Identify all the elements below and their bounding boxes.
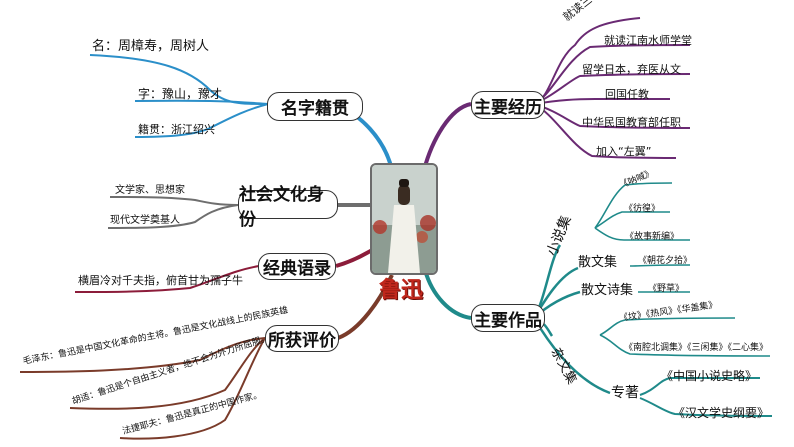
leaf-founder-modern-lit: 现代文学奠基人 (110, 215, 180, 226)
leaf-exp-ministry: 中华民国教育部任职 (582, 116, 681, 129)
portrait-image (370, 163, 438, 275)
leaf-exp-jiangnan: 就读江南水师学堂 (604, 34, 692, 47)
cat-monographs: 专著 (611, 385, 639, 401)
leaf-panghuang: 《彷徨》 (624, 204, 661, 214)
leaf-exp-left-wing: 加入“左翼” (596, 145, 652, 158)
cat-essays: 散文集 (578, 255, 618, 270)
leaf-quote: 横眉冷对千夫指，俯首甘为孺子牛 (78, 274, 243, 287)
leaf-yecao: 《野草》 (648, 284, 685, 294)
leaf-exp-japan: 留学日本，弃医从文 (582, 63, 681, 76)
center-name: 鲁迅 (379, 278, 424, 303)
branch-evaluations[interactable]: 所获评价 (265, 325, 339, 352)
branch-main-works[interactable]: 主要作品 (471, 304, 545, 332)
leaf-xiaoshuo-shilue: 《中国小说史略》 (661, 369, 758, 383)
branch-main-experience[interactable]: 主要经历 (471, 91, 545, 119)
leaf-writer-thinker: 文学家、思想家 (115, 185, 185, 196)
leaf-hanwenxue-shigang: 《汉文学史纲要》 (673, 406, 770, 420)
leaf-native-place: 籍贯：浙江绍兴 (138, 123, 215, 136)
leaf-courtesy-name: 字：豫山，豫才 (138, 87, 223, 101)
branch-cultural-identity[interactable]: 社会文化身份 (238, 185, 338, 230)
leaf-zawen-2: 《南腔北调集》《三闲集》《二心集》 (624, 343, 769, 353)
branch-name-origin[interactable]: 名字籍贯 (267, 92, 363, 121)
portrait-figure (372, 165, 436, 273)
branch-classic-quotes[interactable]: 经典语录 (258, 253, 336, 280)
leaf-exp-teaching: 回国任教 (605, 88, 649, 101)
leaf-zhaohua: 《朝花夕拾》 (638, 256, 693, 266)
leaf-name: 名：周樟寿，周树人 (92, 39, 210, 54)
leaf-gushi-xinbian: 《故事新编》 (625, 232, 680, 242)
line-center-works (423, 269, 472, 320)
line-center-experience (422, 102, 472, 171)
cat-prose-poems: 散文诗集 (581, 283, 634, 298)
line-center-evaluation (337, 274, 394, 340)
